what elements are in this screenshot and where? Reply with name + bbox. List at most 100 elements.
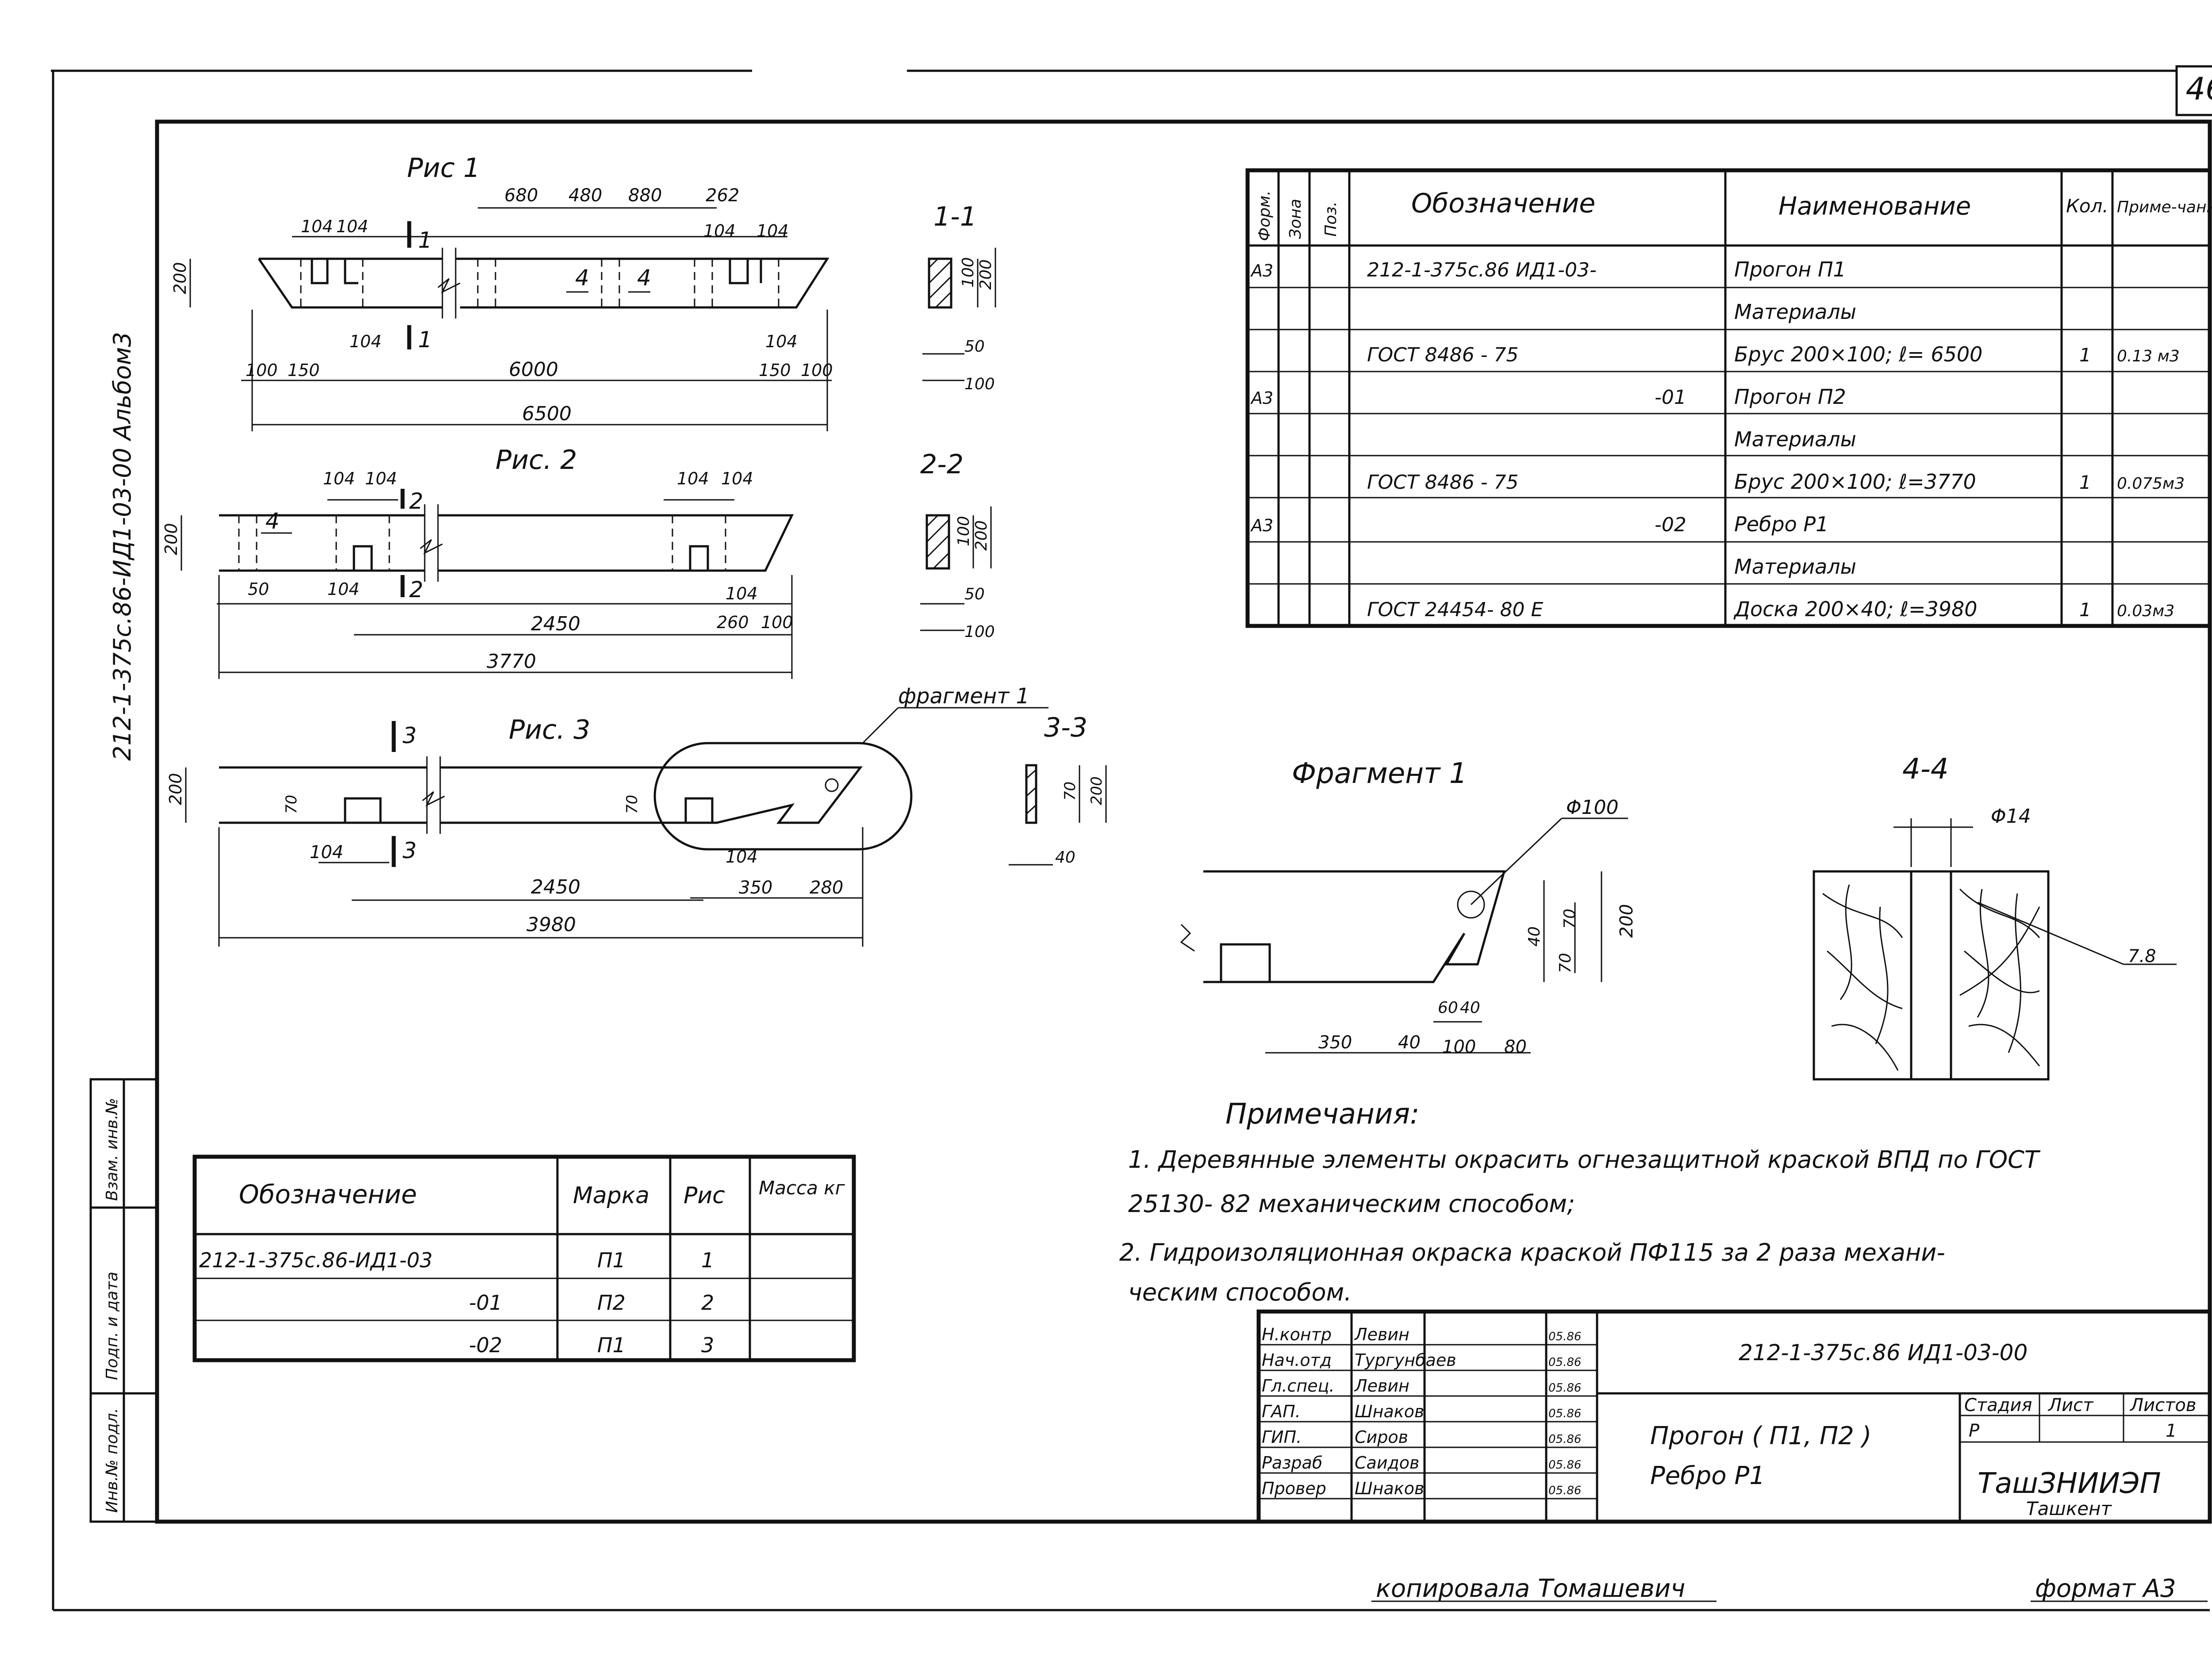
dim-70-a: 70 <box>283 795 300 814</box>
spec-row-designation: -01 <box>1655 386 1686 409</box>
spec-row-name: Доска 200×40; ℓ=3980 <box>1733 597 1978 621</box>
spec-row-qty: 1 <box>2079 472 2091 493</box>
note-line-3: 2. Гидроизоляционная окраска краской ПФ1… <box>1119 1239 1945 1266</box>
title-line-2: Ребро Р1 <box>1650 1461 1765 1490</box>
marks-header-mark: Марка <box>573 1182 649 1209</box>
figure-2: Рис. 2 2 2 4 104 104 104 104 200 50 104 … <box>161 445 794 679</box>
section-2-2: 2-2 100 200 50 100 <box>920 449 995 641</box>
dim-100-a: 100 <box>246 361 278 380</box>
s11-dim-200: 200 <box>977 259 995 290</box>
role-date: 05.86 <box>1548 1381 1581 1395</box>
section-mark-1-top: 1 <box>418 227 432 253</box>
role-date: 05.86 <box>1548 1433 1581 1446</box>
footer-format: формат А3 <box>2035 1574 2176 1603</box>
dim-104-e: 104 <box>349 332 382 351</box>
dim-70-b: 70 <box>623 795 641 814</box>
spec-table: Форм. Зона Поз. Обозначение Наименование… <box>1245 168 2212 628</box>
org-city: Ташкент <box>2026 1498 2112 1519</box>
frag-dim-70-a: 70 <box>1556 953 1575 973</box>
dim-6000: 6000 <box>509 358 558 381</box>
frag-dim-70-b: 70 <box>1561 909 1579 929</box>
spec-row-name: Брус 200×100; ℓ=3770 <box>1734 470 1976 494</box>
label-4-a: 4 <box>575 265 589 291</box>
dim-104-m: 104 <box>310 842 343 863</box>
s11-dim-50: 50 <box>964 338 985 356</box>
dim-260: 260 <box>717 613 749 632</box>
label-4-b: 4 <box>637 265 651 291</box>
dim-104-k: 104 <box>327 579 360 599</box>
dim-50: 50 <box>248 579 269 599</box>
frag-dim-40-h: 40 <box>1460 999 1480 1017</box>
footer: копировала Томашевич формат А3 <box>53 1574 2210 1611</box>
role-person: Левин <box>1354 1325 1409 1344</box>
dim-104-g: 104 <box>323 469 355 488</box>
marks-row-fig: 2 <box>701 1291 714 1315</box>
marks-header-fig: Рис <box>684 1182 725 1209</box>
role-date: 05.86 <box>1548 1484 1581 1497</box>
spec-row-qty: 1 <box>2079 599 2091 621</box>
stage-header: Стадия <box>1964 1395 2032 1415</box>
s22-dim-200: 200 <box>972 520 991 551</box>
role-name: ГАП. <box>1262 1402 1301 1421</box>
role-name: Нач.отд <box>1262 1350 1332 1370</box>
section-4-4-title: 4-4 <box>1902 753 1949 786</box>
marks-row-mark: П1 <box>597 1248 626 1272</box>
spec-header-qty: Кол. <box>2066 195 2108 217</box>
frag-dim-60: 60 <box>1438 999 1458 1017</box>
spec-row-format: А3 <box>1250 516 1273 535</box>
s22-dim-100: 100 <box>955 516 973 546</box>
figure-1-title: Рис 1 <box>407 153 480 184</box>
spec-header-pos: Поз. <box>1322 201 1340 237</box>
dim-104-d: 104 <box>757 221 789 241</box>
frag-dim-40: 40 <box>1525 926 1544 947</box>
section-1-1-title: 1-1 <box>933 201 977 232</box>
note-line-4: ческим способом. <box>1128 1278 1352 1306</box>
figure-2-title: Рис. 2 <box>495 445 577 476</box>
dim-150-b: 150 <box>759 361 791 380</box>
sheet-header: Лист <box>2047 1395 2094 1415</box>
frag-dim-40-b: 40 <box>1398 1032 1421 1053</box>
org-name: ТашЗНИИЭП <box>1978 1467 2161 1500</box>
s11-dim-100b: 100 <box>964 375 995 393</box>
section-3-3-title: 3-3 <box>1044 712 1087 743</box>
s33-dim-200: 200 <box>1088 776 1106 805</box>
note-line-1: 1. Деревянные элементы окрасить огнезащи… <box>1128 1146 2041 1174</box>
dim-104-h: 104 <box>365 469 397 488</box>
label-4-c: 4 <box>265 508 280 534</box>
dim-200-b: 200 <box>161 523 181 555</box>
spec-row-designation: -02 <box>1655 514 1686 536</box>
dim-104-i: 104 <box>677 469 709 488</box>
role-name: ГИП. <box>1262 1427 1302 1447</box>
fragment-hole-dim: Φ100 <box>1566 796 1619 819</box>
section-1-1: 1-1 100 200 50 100 <box>922 201 996 393</box>
dim-150-a: 150 <box>288 361 320 380</box>
figure-3: Рис. 3 3 3 фрагмент 1 200 70 70 104 104 … <box>166 684 1048 947</box>
spec-row-designation: ГОСТ 24454- 80 Е <box>1367 598 1544 621</box>
spec-row-name: Материалы <box>1734 427 1856 451</box>
role-person: Сиров <box>1355 1427 1408 1447</box>
album-code: 212-1-375с.86-ИД1-03-00 Альбом3 <box>108 332 136 761</box>
marks-row-fig: 1 <box>701 1248 714 1272</box>
dim-104-j: 104 <box>721 469 753 488</box>
dim-100-c: 100 <box>761 613 793 632</box>
stamp-sign-date: Подп. и дата <box>103 1272 121 1380</box>
dim-104-a: 104 <box>301 217 333 236</box>
spec-row-name: Прогон П1 <box>1734 257 1846 281</box>
stage-value: Р <box>1969 1421 1980 1441</box>
spec-header-format: Форм. <box>1256 191 1274 241</box>
dim-6500: 6500 <box>522 403 572 425</box>
role-date: 05.86 <box>1548 1407 1581 1420</box>
role-person: Саидов <box>1355 1453 1419 1473</box>
marks-row-fig: 3 <box>701 1333 714 1357</box>
section-2-2-title: 2-2 <box>920 449 964 480</box>
role-name: Провер <box>1262 1479 1326 1498</box>
spec-row-note: 0.13 м3 <box>2117 347 2180 365</box>
figure-3-title: Рис. 3 <box>509 714 590 745</box>
title-doc-code: 212-1-375с.86 ИД1-03-00 <box>1739 1340 2028 1365</box>
section-mark-3-bottom: 3 <box>403 838 417 863</box>
role-name: Н.контр <box>1262 1325 1332 1344</box>
marks-header-designation: Обозначение <box>239 1179 417 1209</box>
dim-104-l: 104 <box>726 584 758 603</box>
